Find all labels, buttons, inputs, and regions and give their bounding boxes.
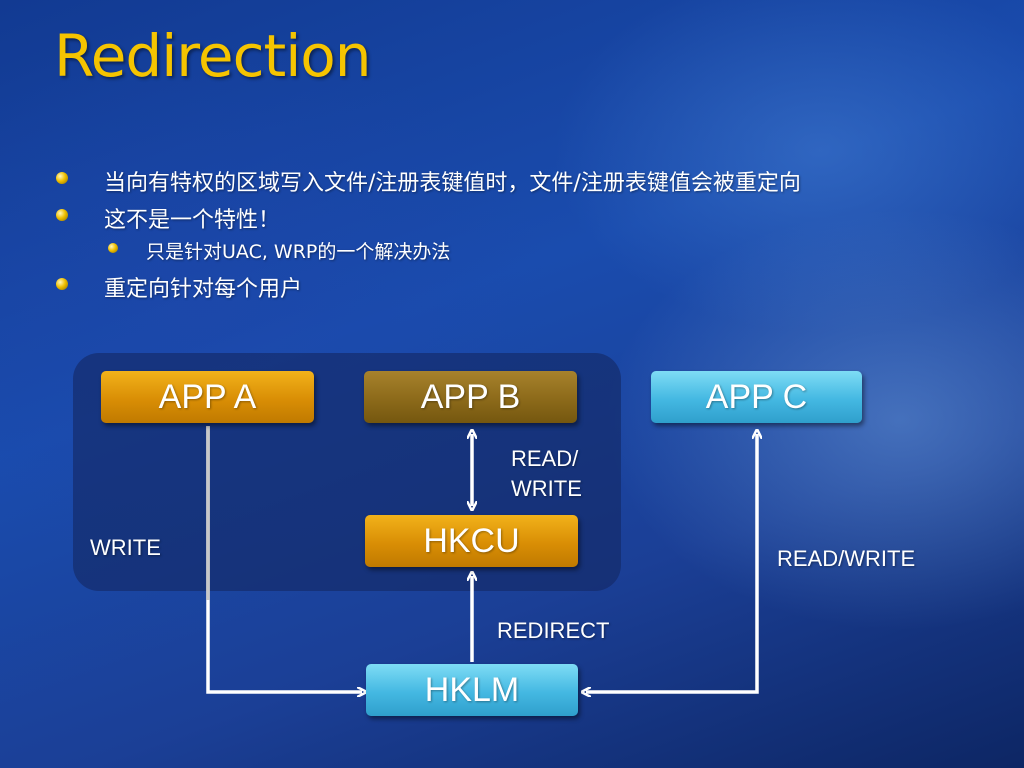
edge-app-a-to-hklm	[206, 426, 362, 692]
node-hklm: HKLM	[366, 664, 578, 716]
bullet-icon	[56, 209, 68, 221]
edge-label-write: WRITE	[511, 476, 582, 501]
sub-bullet-icon	[108, 243, 118, 253]
bullet-text: 这不是一个特性！	[104, 208, 281, 233]
edge-label-read: READ/	[511, 446, 579, 471]
bullet-item: 重定向针对每个用户	[56, 271, 303, 303]
bullet-icon	[56, 278, 68, 290]
bullet-text: 当向有特权的区域写入文件/注册表键值时，文件/注册表键值会被重定向	[104, 171, 801, 196]
slide-title: Redirection	[54, 22, 372, 90]
bullet-item: 当向有特权的区域写入文件/注册表键值时，文件/注册表键值会被重定向	[56, 165, 801, 197]
edge-app-c-hklm	[586, 434, 757, 692]
sub-bullet-item: 只是针对UAC, WRP的一个解决办法	[108, 237, 451, 264]
edge-label-app-c-read-write: READ/WRITE	[777, 546, 916, 571]
node-app-a: APP A	[101, 371, 314, 423]
node-hkcu: HKCU	[365, 515, 578, 567]
node-app-b: APP B	[364, 371, 577, 423]
node-app-c: APP C	[651, 371, 862, 423]
bullet-text: 重定向针对每个用户	[104, 277, 303, 302]
edge-label-redirect: REDIRECT	[497, 618, 610, 643]
edge-label-app-a-write: WRITE	[90, 535, 161, 560]
bullet-item: 这不是一个特性！	[56, 202, 281, 234]
bullet-icon	[56, 172, 68, 184]
bullet-text: 只是针对UAC, WRP的一个解决办法	[146, 241, 451, 263]
